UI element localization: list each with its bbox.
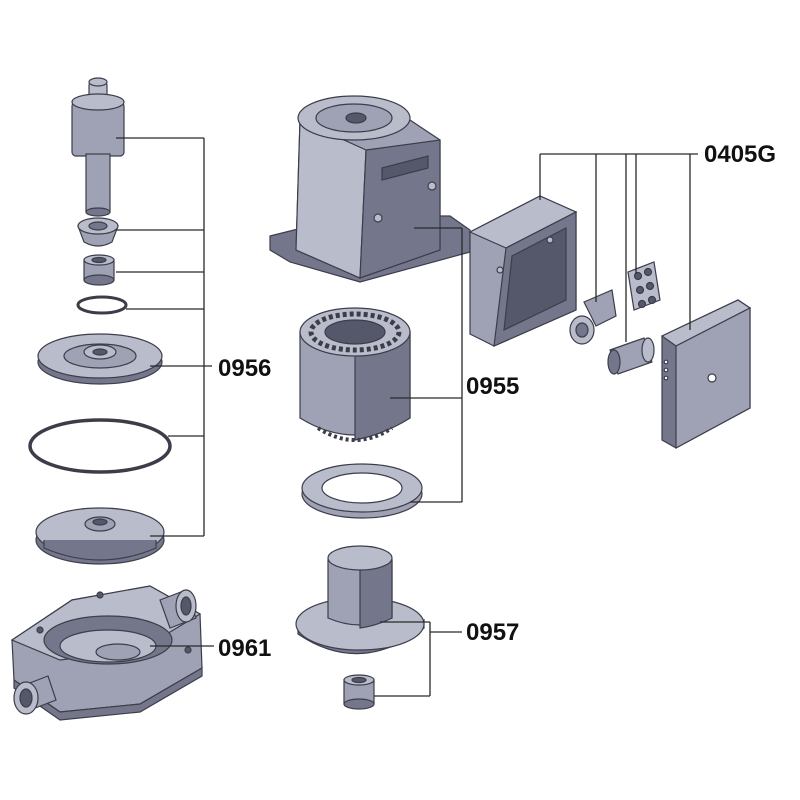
large-o-ring — [28, 418, 172, 474]
label-0405G: 0405G — [704, 141, 776, 168]
cable-gland — [569, 289, 617, 345]
shaft-rotor — [71, 77, 125, 217]
label-0956: 0956 — [218, 355, 271, 382]
pump-body — [10, 585, 203, 721]
label-0957: 0957 — [466, 619, 519, 646]
inlet-port — [13, 675, 57, 715]
bearing-plate — [37, 333, 163, 385]
leader-lines-0957 — [374, 621, 462, 697]
motor-housing — [269, 95, 471, 283]
terminal-box-cover — [660, 299, 752, 450]
leader-lines-0955 — [390, 227, 463, 503]
label-0961: 0961 — [218, 635, 271, 662]
bearing-cup — [77, 217, 119, 247]
label-0955: 0955 — [466, 373, 519, 400]
terminal-box — [468, 195, 578, 347]
stator — [299, 307, 411, 442]
small-o-ring — [76, 295, 128, 315]
flat-gasket — [301, 463, 423, 519]
rotor-can — [295, 545, 425, 655]
small-bushing — [343, 674, 375, 710]
capacitor — [607, 337, 655, 375]
leader-lines-0956 — [116, 137, 212, 537]
bushing — [83, 254, 115, 286]
impeller — [35, 507, 165, 565]
terminal-block — [627, 261, 661, 311]
outlet-port — [159, 589, 197, 629]
leader-lines-0405G — [539, 153, 698, 342]
